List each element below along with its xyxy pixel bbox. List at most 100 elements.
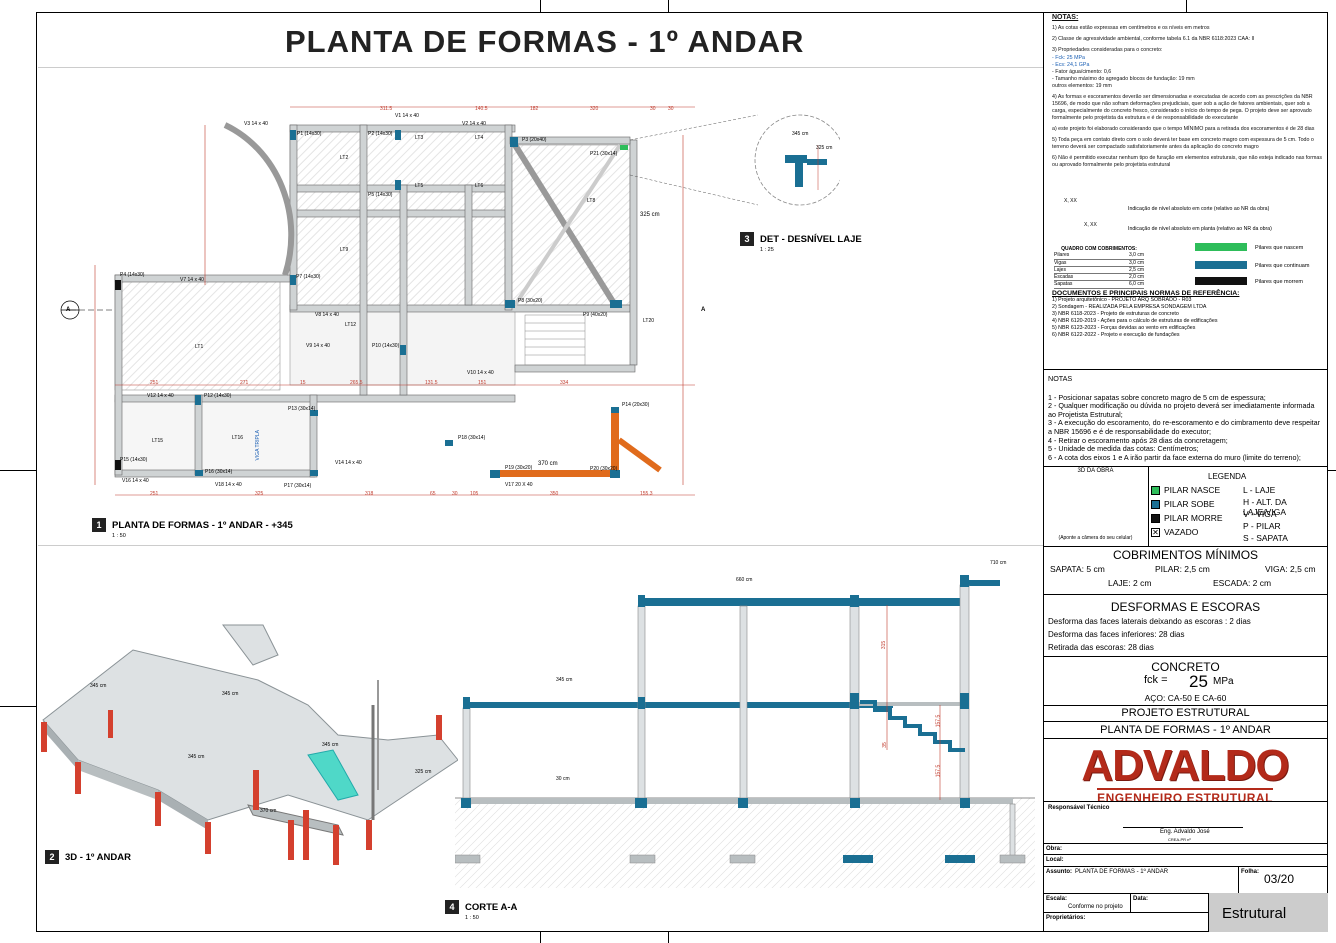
note-item: 1) As cotas estão expressas em centímetr… — [1052, 25, 1210, 31]
dimension-label: 30 — [668, 106, 674, 112]
pilar-label: P7 (14x30) — [296, 274, 321, 280]
dimension-label: 131.5 — [425, 380, 438, 386]
divider — [1043, 843, 1328, 844]
laje-label: LT12 — [345, 322, 357, 328]
table-cell: Escadas — [1054, 274, 1074, 281]
pilar-nasce-swatch — [1195, 243, 1247, 251]
laje-label: LT3 — [415, 135, 424, 141]
pilar-label: P21 (30x14) — [590, 151, 618, 157]
dimension-label: 325 — [255, 491, 264, 497]
sheet-frame — [36, 12, 1328, 932]
view-scale: 1 : 25 — [760, 247, 774, 253]
frame-tick — [540, 932, 541, 943]
dimension-label: 151 — [478, 380, 487, 386]
legend-item: PILAR NASCE — [1151, 485, 1220, 495]
nivel-symbol: X, XX — [1084, 222, 1097, 228]
view-title: DET - DESNÍVEL LAJE — [760, 233, 862, 245]
divider — [1238, 866, 1239, 893]
viga-label: V2 14 x 40 — [462, 121, 486, 127]
table-cell: 2,0 cm — [1128, 274, 1144, 281]
level-label: 345 cm — [322, 742, 339, 748]
level-label: 710 cm — [990, 560, 1007, 566]
laje-label: LT15 — [152, 438, 164, 444]
divider — [1043, 369, 1328, 370]
pilar-label: P16 (30x14) — [205, 469, 233, 475]
doc-item: 5) NBR 6123-2023 - Forças devidas ao ven… — [1052, 325, 1196, 331]
frame-tick — [0, 706, 36, 707]
frame-tick — [0, 470, 36, 471]
viga-label: V17 20 X 40 — [505, 482, 533, 488]
notes-heading: NOTAS — [1048, 374, 1073, 383]
note-item: - Fck: 25 MPa — [1052, 55, 1085, 61]
laje-label: LT1 — [195, 344, 204, 350]
pilar-legend-label: Pilares que continuam — [1255, 263, 1310, 269]
signature-line — [1123, 827, 1243, 828]
legend-label: P - PILAR — [1243, 521, 1281, 531]
note-item: 4 - Retirar o escoramento após 28 dias d… — [1048, 435, 1228, 445]
pilar-label: P1 (14x30) — [297, 131, 322, 137]
divider — [1043, 801, 1328, 802]
table-row: Escadas 2,0 cm — [1054, 274, 1144, 282]
laje-label: LT2 — [340, 155, 349, 161]
divider — [38, 67, 1043, 68]
level-label: 345 cm — [90, 683, 107, 689]
company-logo: ADVALDO ENGENHEIRO ESTRUTURAL — [1080, 744, 1290, 807]
legend-swatch — [1151, 485, 1160, 495]
dimension-label: 271 — [240, 380, 249, 386]
note-item: 3) Propriedades consideradas para o conc… — [1052, 47, 1163, 53]
pilar-label: P9 (40x20) — [583, 312, 608, 318]
page-title: PLANTA DE FORMAS - 1º ANDAR — [285, 24, 805, 59]
view-number: 3 — [740, 232, 754, 246]
note-item: 4) As formas e escoramentos deverão ser … — [1052, 94, 1313, 121]
dimension-label: 182 — [530, 106, 539, 112]
viga-label: V7 14 x 40 — [180, 277, 204, 283]
frame-tick — [1328, 470, 1336, 471]
engineer-name: Eng. Advaldo José — [1160, 829, 1210, 835]
level-label: 325 cm — [816, 145, 833, 151]
pilar-label: P8 (30x20) — [518, 298, 543, 304]
viga-label: V16 14 x 40 — [122, 478, 149, 484]
viga-label: V18 14 x 40 — [215, 482, 242, 488]
view-title: PLANTA DE FORMAS - 1º ANDAR - +345 — [112, 519, 293, 531]
dimension-label: 15 — [300, 380, 306, 386]
dimension-label: 318 — [365, 491, 374, 497]
dimension-label: 311.5 — [380, 106, 393, 112]
viga-label: V1 14 x 40 — [395, 113, 419, 119]
legend-item: PILAR SOBE — [1151, 499, 1215, 509]
doc-item: 3) NBR 6118-2023 - Projeto de estruturas… — [1052, 311, 1179, 317]
dimension-label: 350 — [550, 491, 559, 497]
divider — [1043, 721, 1328, 722]
dimension-label: 155.3 — [640, 491, 653, 497]
note-item: 6) Não é permitido executar nenhum tipo … — [1052, 155, 1322, 168]
doc-item: 1) Projeto arquitetônico - PROJETO ARQ S… — [1052, 297, 1192, 303]
divider — [1043, 594, 1328, 595]
level-label: 660 cm — [736, 577, 753, 583]
divider — [1043, 738, 1328, 739]
laje-label: LT20 — [643, 318, 655, 324]
viga-label: V3 14 x 40 — [244, 121, 268, 127]
view-label-detail: 3 DET - DESNÍVEL LAJE 1 : 25 — [740, 232, 862, 253]
dimension-label: 251 — [150, 380, 159, 386]
view-number: 4 — [445, 900, 459, 914]
laje-label: LT16 — [232, 435, 244, 441]
note-item: - Tamanho máximo do agregado blocos de f… — [1052, 76, 1195, 82]
laje-label: LT6 — [475, 183, 484, 189]
table-cell: Vigas — [1054, 259, 1067, 266]
qr-box: 3D DA OBRA (Aponte a câmera do seu celul… — [1043, 466, 1149, 546]
escala-label: Escala: — [1046, 896, 1068, 902]
divider — [38, 545, 1043, 546]
table-title: QUADRO COM COBRIMENTOS: — [1061, 246, 1137, 252]
doc-item: 2) Sondagem - REALIZADA PELA EMPRESA SON… — [1052, 304, 1207, 310]
doc-item: 4) NBR 6120-2019 - Ações para o cálculo … — [1052, 318, 1218, 324]
level-label: 325 cm — [415, 769, 432, 775]
assunto-label: Assunto: — [1046, 869, 1072, 875]
nivel-corte-note: Indicação de nível absoluto em corte (re… — [1128, 206, 1270, 212]
divider — [1043, 705, 1328, 706]
pilar-label: P12 (14x30) — [204, 393, 232, 399]
dimension-label: 334 — [560, 380, 569, 386]
